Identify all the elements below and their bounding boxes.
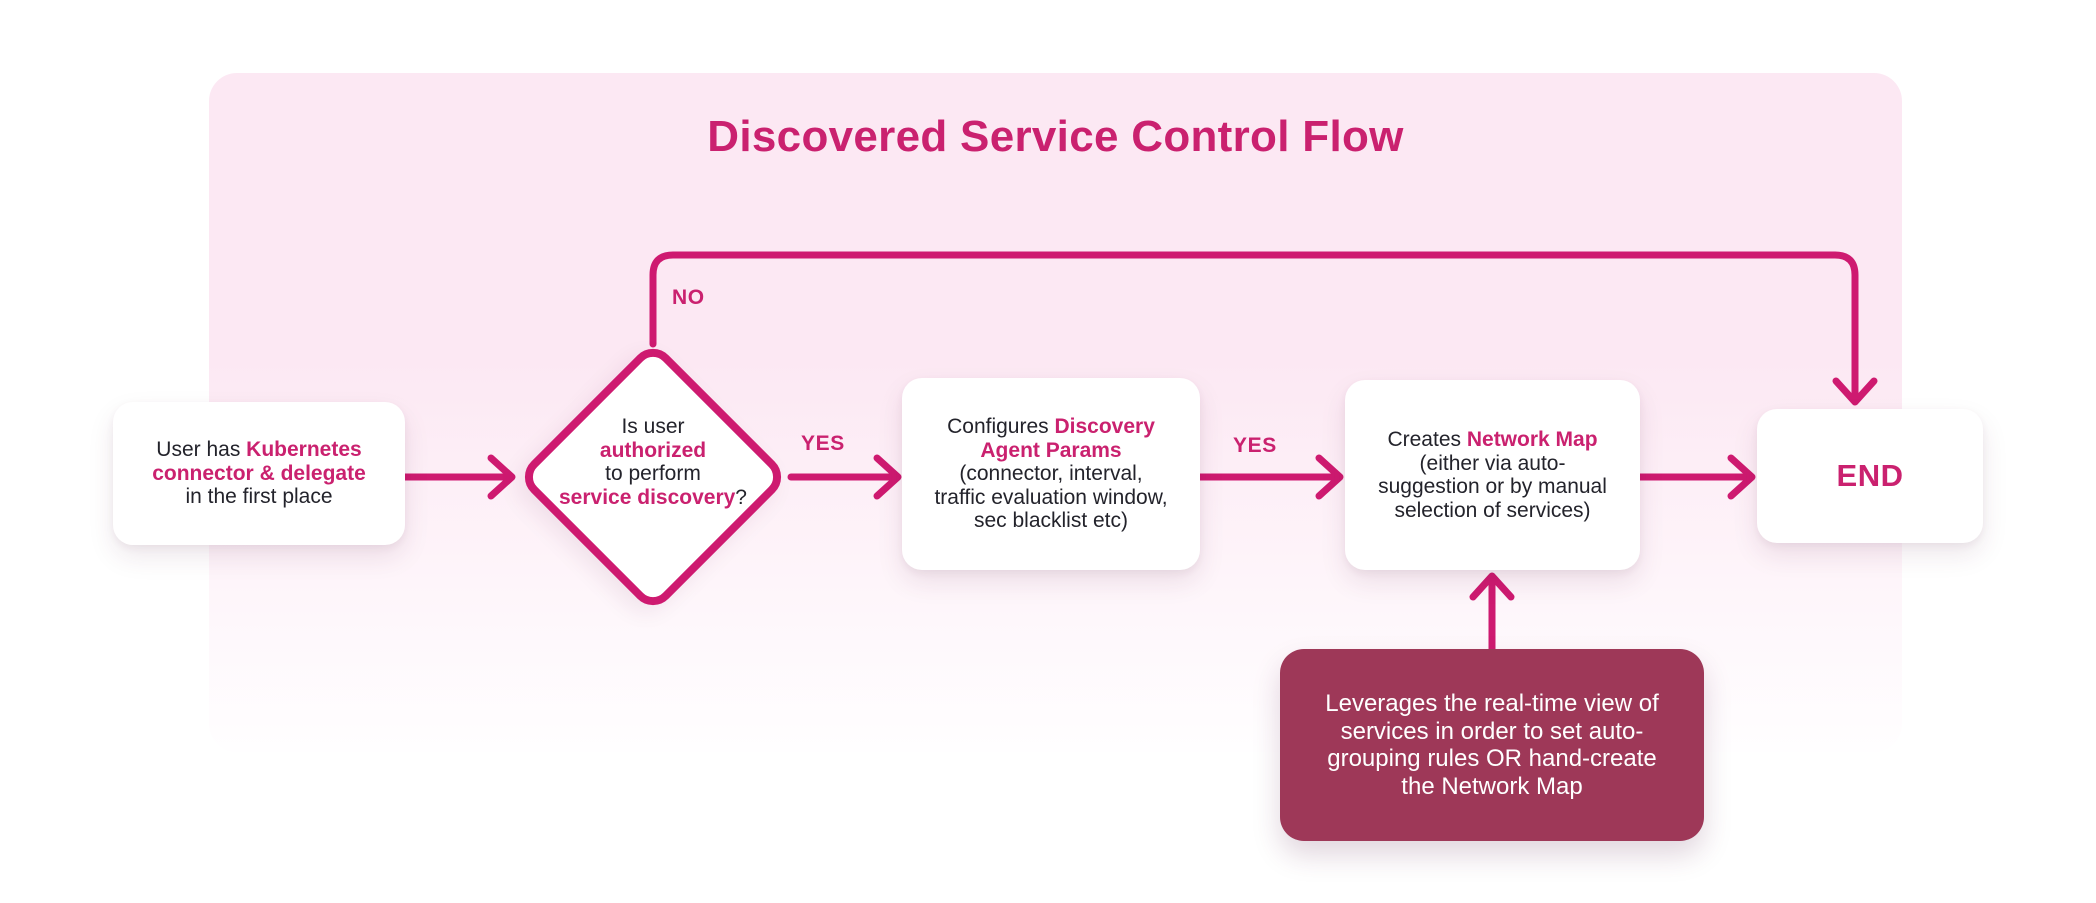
edge-no-shaft: [649, 251, 1859, 402]
annotation-note: Leverages the real-time view of services…: [1280, 649, 1704, 841]
annotation-note-text: Leverages the real-time view of services…: [1325, 690, 1659, 800]
node-start-text: User has Kubernetes connector & delegate…: [152, 438, 366, 509]
node-end-label: END: [1836, 458, 1904, 494]
node-create-network-map: Creates Network Map (either via auto- su…: [1345, 380, 1640, 570]
edge-yes1-arrowhead-icon: [873, 454, 902, 500]
node-configure-params: Configures Discovery Agent Params (conne…: [902, 378, 1200, 570]
edge-label-yes-1: YES: [801, 432, 845, 455]
edge-configure-yes-to-create: [1196, 454, 1344, 500]
node-end: END: [1757, 409, 1983, 543]
edge-create-to-end: [1636, 454, 1756, 500]
edge-start-to-decision-arrowhead-icon: [487, 454, 516, 500]
edge-no-arrowhead-icon: [1832, 377, 1878, 406]
node-configure-params-text: Configures Discovery Agent Params (conne…: [934, 415, 1168, 533]
edge-decision-yes-to-configure: [787, 454, 902, 500]
edge-note-arrowhead-icon: [1469, 572, 1515, 601]
edge-create-end-arrowhead-icon: [1727, 454, 1756, 500]
node-decision: Is user authorized to perform service di…: [543, 382, 763, 542]
edge-yes2-arrowhead-icon: [1315, 454, 1344, 500]
edge-label-yes-2: YES: [1233, 434, 1277, 457]
edge-label-no: NO: [672, 286, 705, 309]
diagram-title: Discovered Service Control Flow: [707, 112, 1404, 161]
edge-start-to-decision: [401, 454, 516, 500]
edge-note-to-create: [1469, 572, 1515, 653]
node-decision-text: Is user authorized to perform service di…: [559, 415, 747, 509]
node-create-network-map-text: Creates Network Map (either via auto- su…: [1378, 428, 1607, 522]
node-start: User has Kubernetes connector & delegate…: [113, 402, 405, 545]
edge-decision-no-to-end: [649, 251, 1878, 406]
